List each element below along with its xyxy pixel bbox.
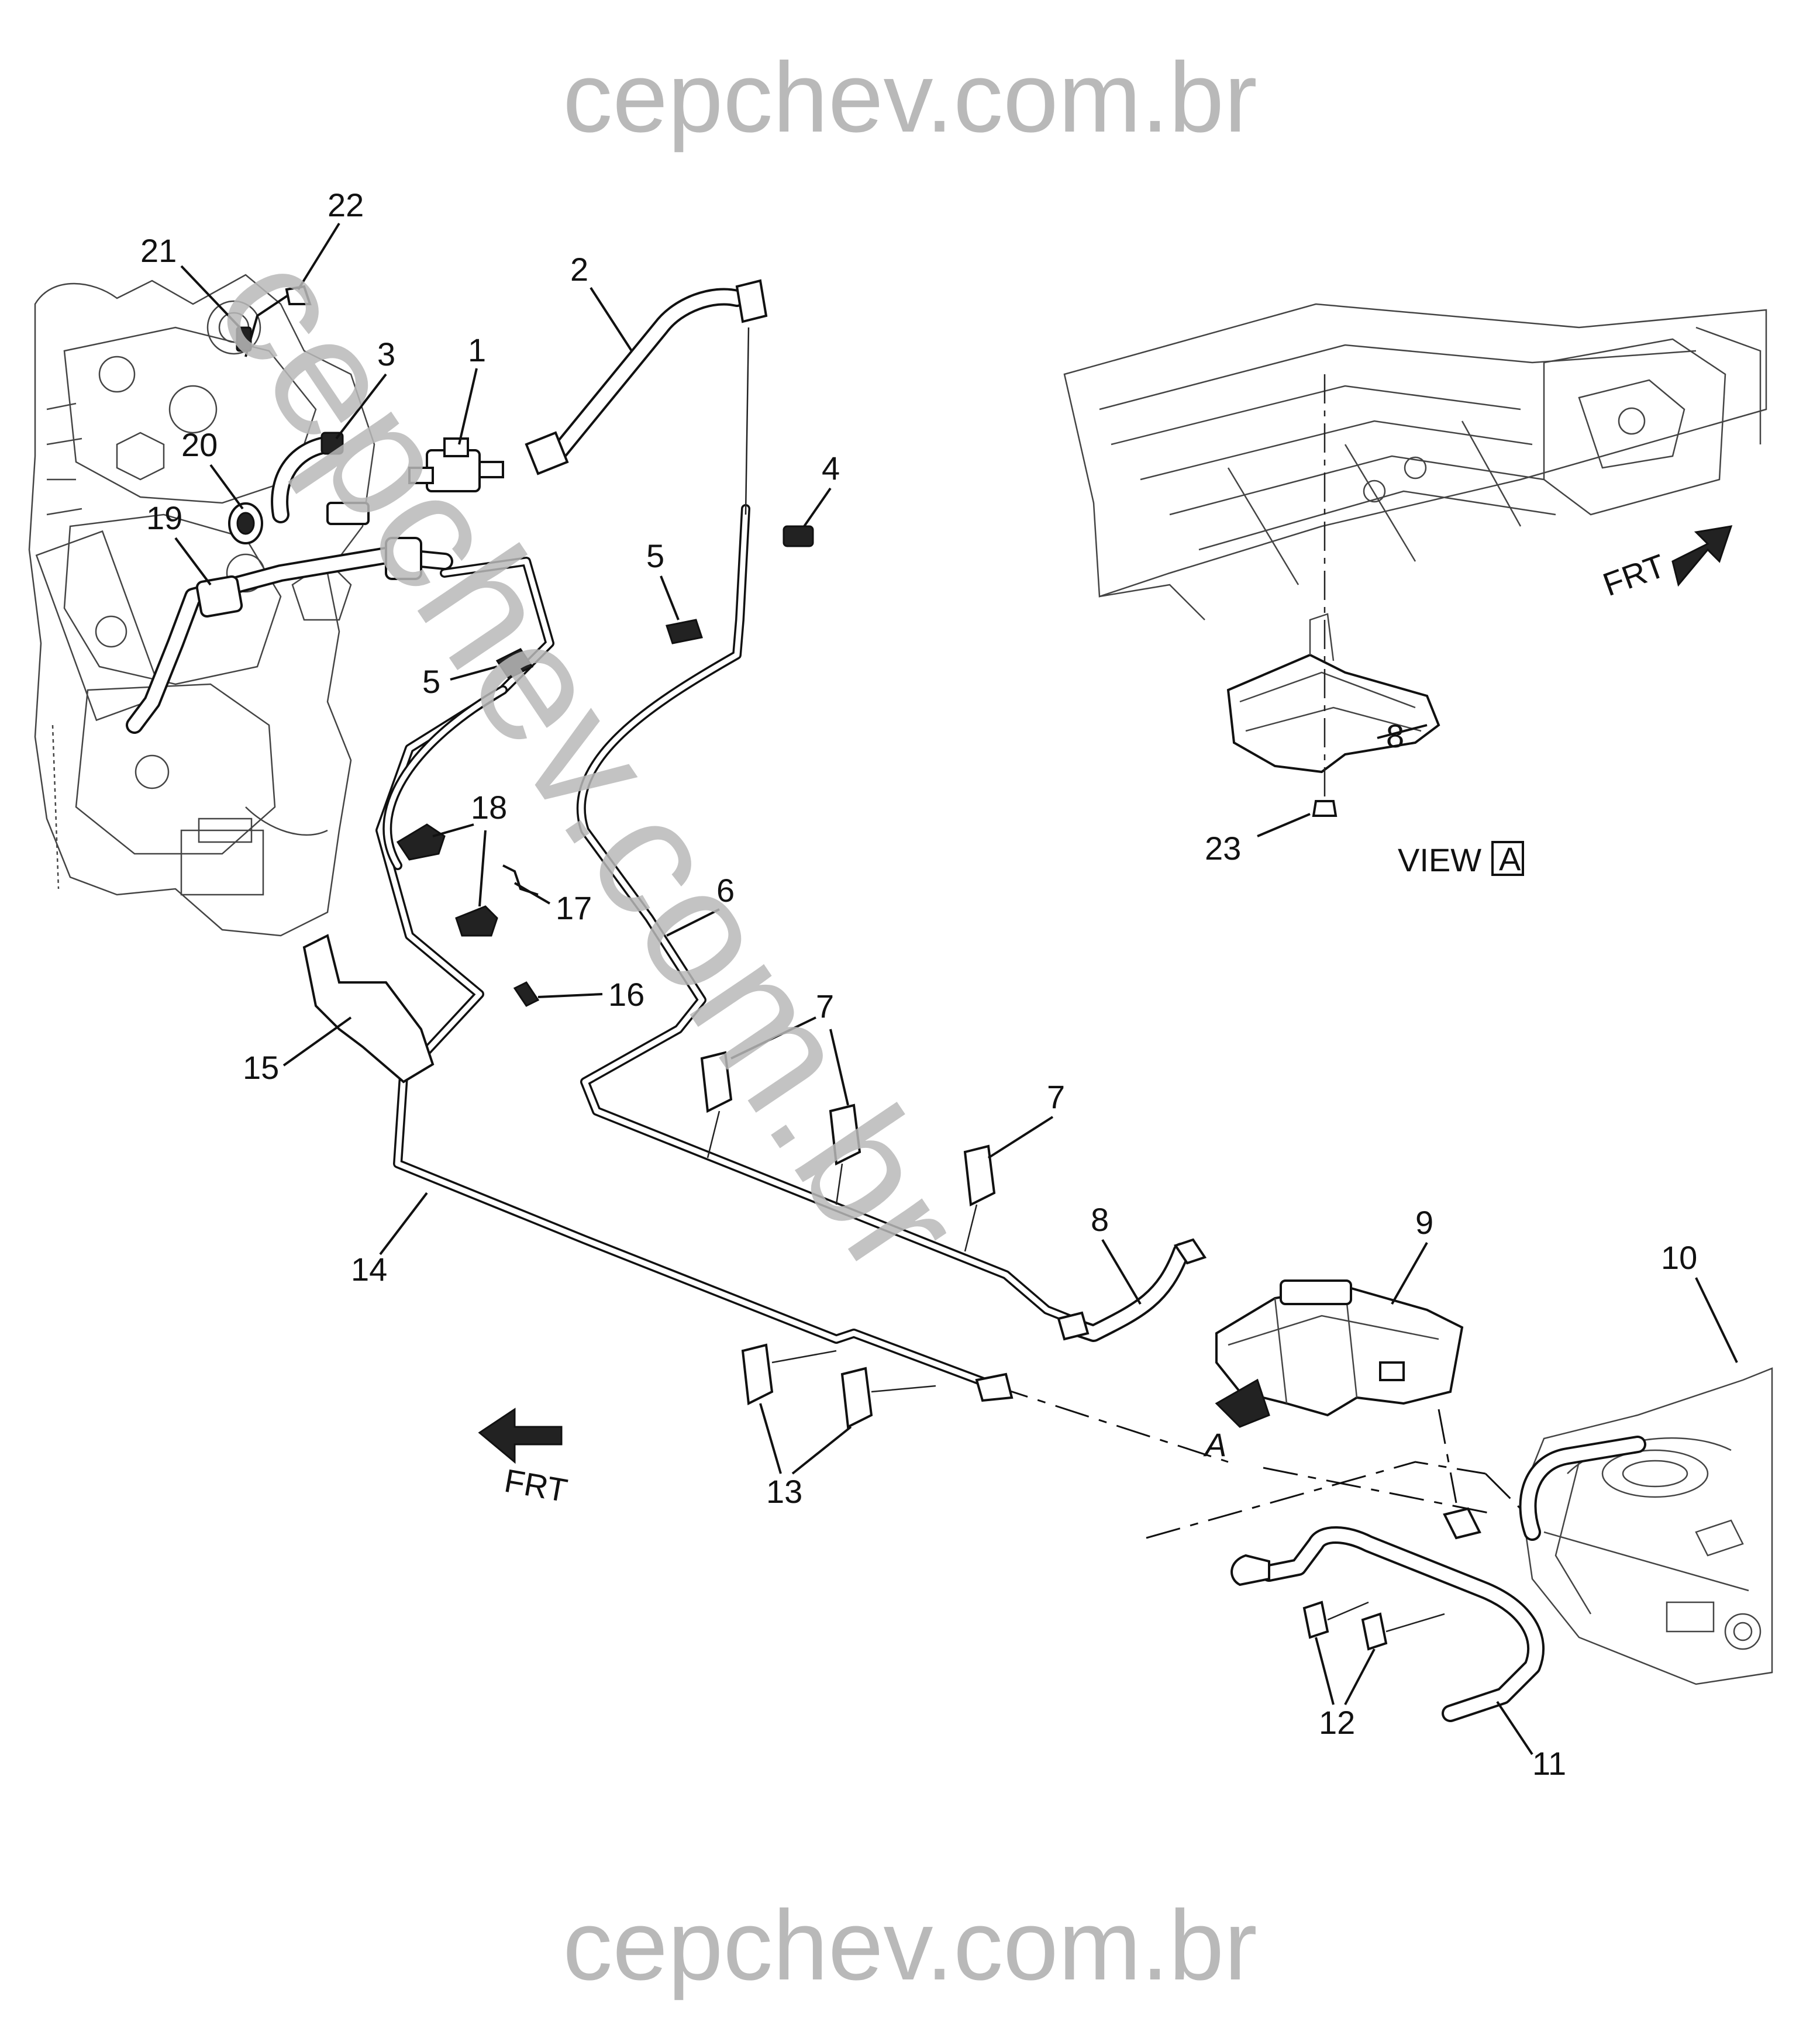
callout-2: 2 — [570, 251, 588, 288]
callouts: 1 2 3 4 5 5 6 7 7 8 9 11 12 13 14 15 16 — [140, 187, 1566, 1782]
callout-6: 6 — [716, 872, 735, 909]
watermark-diagonal: cepchev.com.br — [180, 218, 999, 1306]
filter-19 — [195, 575, 243, 618]
clip-4 — [783, 525, 814, 547]
watermark-bottom: cepchev.com.br — [563, 1890, 1257, 2001]
view-label-box — [1491, 841, 1524, 876]
clip-5-upper — [666, 619, 703, 644]
frt-arrow-icon-view-a: FRT — [1598, 525, 1733, 603]
clip-16 — [513, 981, 540, 1007]
view-label: VIEW — [1398, 841, 1481, 878]
clip-13-b — [840, 1367, 873, 1429]
clip-13-a — [741, 1343, 774, 1406]
callout-1: 1 — [468, 332, 486, 368]
callout-20: 20 — [181, 426, 218, 463]
callout-5-upper: 5 — [646, 537, 664, 574]
callout-5-lower: 5 — [422, 663, 440, 700]
callout-14: 14 — [351, 1251, 387, 1288]
watermark-top: cepchev.com.br — [563, 42, 1257, 153]
view-a-arrow-icon — [1215, 1378, 1270, 1428]
view-label-letter: A — [1499, 840, 1521, 877]
callout-11: 11 — [1532, 1745, 1566, 1782]
bracket-17 — [502, 864, 539, 896]
evap-canister — [1215, 1279, 1464, 1417]
callout-23: 23 — [1205, 830, 1241, 867]
section-letter: A — [1203, 1426, 1226, 1463]
callout-9: 9 — [1415, 1204, 1433, 1241]
callout-7-a: 7 — [816, 988, 834, 1025]
view-a-underbody: FRT 8 23 VIEW A — [1063, 303, 1767, 878]
clip-5-lower — [495, 648, 534, 680]
purge-valve — [408, 437, 504, 492]
callout-4: 4 — [822, 450, 840, 487]
callout-12: 12 — [1319, 1704, 1355, 1741]
callout-15: 15 — [243, 1049, 279, 1086]
callout-19: 19 — [146, 499, 182, 536]
callout-17: 17 — [556, 889, 592, 926]
callout-3: 3 — [377, 336, 395, 372]
clip-7-a — [700, 1051, 733, 1113]
frt-label-view-a: FRT — [1598, 547, 1670, 603]
callout-16: 16 — [608, 976, 644, 1013]
callout-21: 21 — [140, 232, 177, 269]
bracket-15 — [302, 934, 435, 1084]
callout-22: 22 — [328, 187, 364, 223]
clip-7-c — [963, 1144, 996, 1207]
callout-8: 8 — [1091, 1201, 1109, 1238]
frt-arrow-icon: FRT — [478, 1408, 570, 1509]
clip-12-a — [1302, 1601, 1329, 1639]
fuel-tank: 10 — [1519, 1239, 1773, 1685]
clip-18-b — [455, 905, 498, 937]
frt-label: FRT — [502, 1462, 570, 1509]
callout-7-b: 7 — [1047, 1078, 1065, 1115]
bolt-21 — [236, 326, 252, 352]
clip-7-b — [829, 1103, 861, 1166]
callout-18: 18 — [471, 789, 507, 826]
callout-10: 10 — [1661, 1239, 1697, 1276]
clip-18-a — [396, 823, 446, 861]
callout-13: 13 — [766, 1473, 802, 1510]
clip-12-b — [1361, 1612, 1388, 1651]
